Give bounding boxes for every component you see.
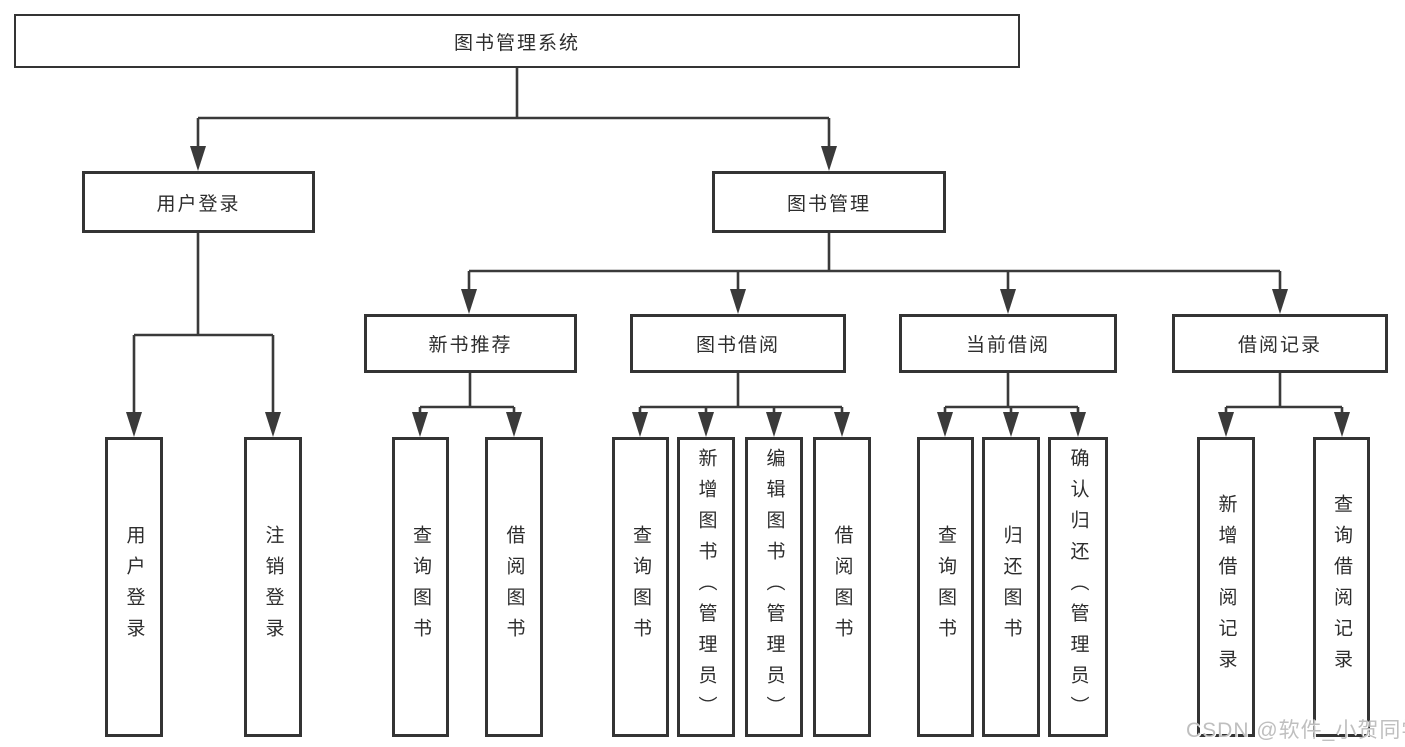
node-label: 查询借阅记录 bbox=[1331, 494, 1352, 680]
node-label: 借阅图书 bbox=[503, 525, 525, 649]
node-label: 新增借阅记录 bbox=[1215, 494, 1237, 680]
arrowhead-icons bbox=[126, 146, 1350, 437]
node-book-management: 图书管理 bbox=[712, 171, 946, 233]
node-label: 注销登录 bbox=[262, 525, 284, 649]
leaf-add-borrow-record: 新增借阅记录 bbox=[1197, 437, 1255, 737]
node-label: 借阅图书 bbox=[831, 525, 853, 649]
leaf-edit-books-admin: 编辑图书（管理员） bbox=[745, 437, 803, 737]
leaf-logout: 注销登录 bbox=[244, 437, 302, 737]
node-label: 查询图书 bbox=[935, 525, 956, 649]
node-user-login: 用户登录 bbox=[82, 171, 315, 233]
node-label: 新增图书（管理员） bbox=[695, 447, 717, 727]
node-label: 新书推荐 bbox=[428, 335, 513, 356]
node-label: 编辑图书（管理员） bbox=[763, 447, 785, 727]
node-label: 用户登录 bbox=[156, 193, 241, 215]
leaf-borrow-books-recommend: 借阅图书 bbox=[485, 437, 543, 737]
leaf-return-books: 归还图书 bbox=[982, 437, 1040, 737]
node-current-borrow: 当前借阅 bbox=[899, 314, 1117, 373]
leaf-query-books-recommend: 查询图书 bbox=[392, 437, 449, 737]
node-label: 查询图书 bbox=[630, 525, 651, 649]
leaf-borrow-books: 借阅图书 bbox=[813, 437, 871, 737]
node-label: 确认归还（管理员） bbox=[1067, 447, 1089, 727]
leaf-query-books-current: 查询图书 bbox=[917, 437, 974, 737]
node-label: 图书管理 bbox=[786, 193, 871, 215]
node-label: 归还图书 bbox=[1000, 525, 1022, 649]
leaf-add-books-admin: 新增图书（管理员） bbox=[677, 437, 735, 737]
node-label: 当前借阅 bbox=[965, 335, 1050, 356]
node-new-book-recommend: 新书推荐 bbox=[364, 314, 577, 373]
node-label: 图书管理系统 bbox=[453, 32, 580, 54]
node-label: 用户登录 bbox=[123, 525, 145, 649]
leaf-query-borrow-record: 查询借阅记录 bbox=[1313, 437, 1370, 737]
node-book-borrow: 图书借阅 bbox=[630, 314, 846, 373]
leaf-query-books-borrow: 查询图书 bbox=[612, 437, 669, 737]
csdn-watermark: CSDN @软件_小贺同学 bbox=[1186, 719, 1405, 742]
leaf-confirm-return-admin: 确认归还（管理员） bbox=[1048, 437, 1108, 737]
node-borrow-records: 借阅记录 bbox=[1172, 314, 1388, 373]
node-label: 查询图书 bbox=[410, 525, 431, 649]
leaf-user-login: 用户登录 bbox=[105, 437, 163, 737]
node-label: 图书借阅 bbox=[695, 335, 780, 356]
node-label: 借阅记录 bbox=[1237, 335, 1322, 356]
node-root-system: 图书管理系统 bbox=[14, 14, 1020, 68]
